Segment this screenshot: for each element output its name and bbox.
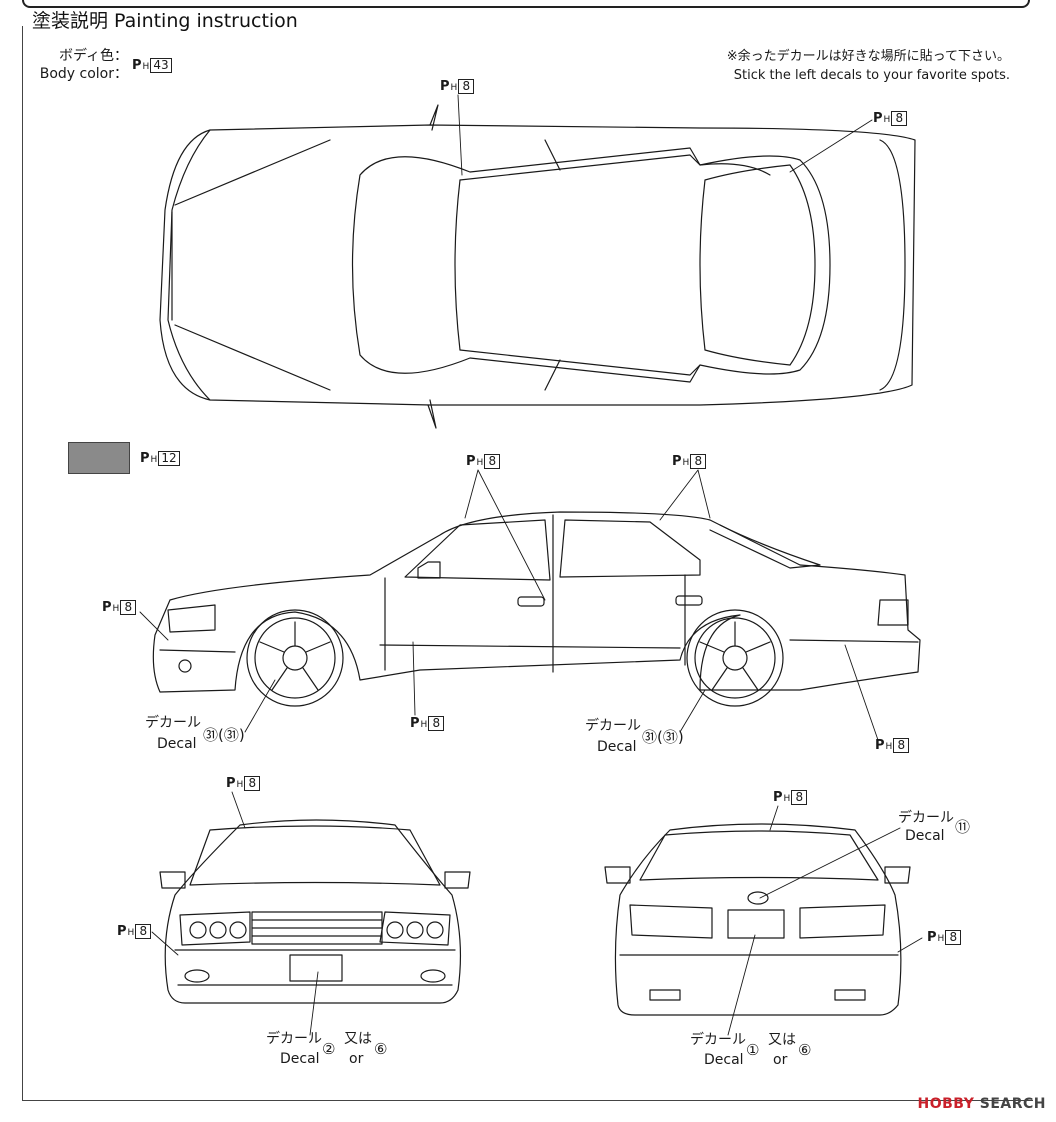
decal-label-en: Decal — [157, 736, 197, 752]
decal-number-alt: (㉛) — [657, 728, 684, 746]
decal-number: ② — [322, 1040, 336, 1058]
watermark-logo: HOBBY SEARCH — [917, 1096, 1046, 1112]
leader-lines — [139, 94, 923, 1036]
body-color-label-jp: ボディ色： — [58, 48, 128, 64]
decal-alt-en: or — [773, 1052, 788, 1068]
decal-alt-number: ⑥ — [374, 1040, 388, 1058]
paint-swatch — [68, 442, 130, 474]
decal-label-en: Decal — [704, 1052, 744, 1068]
decal-note-en: Stick the left decals to your favorite s… — [733, 68, 1010, 83]
decal-label-jp: デカール — [266, 1031, 322, 1047]
front-view — [159, 819, 471, 1004]
paint-number: 43 — [150, 57, 172, 73]
decal-number: ㉛ — [203, 726, 219, 744]
decal-alt-en: or — [349, 1051, 364, 1067]
decal-label-en: Decal — [905, 828, 945, 844]
section-header: 塗装説明 Painting instruction — [22, 0, 1030, 32]
decal-alt-jp: 又は — [344, 1031, 372, 1047]
instruction-frame — [22, 26, 1033, 1101]
decal-alt-number: ⑥ — [798, 1041, 812, 1059]
decal-label-en: Decal — [597, 739, 637, 755]
rear-view — [604, 823, 911, 1016]
side-view — [152, 511, 921, 707]
decal-label-jp: デカール — [585, 718, 641, 734]
decal-alt-jp: 又は — [768, 1032, 796, 1048]
decal-label-jp: デカール — [145, 715, 201, 731]
decal-label-jp: デカール — [898, 810, 954, 826]
body-color-label-en: Body color： — [39, 66, 128, 82]
decal-label-jp: デカール — [690, 1032, 746, 1048]
page-title: 塗装説明 Painting instruction — [32, 10, 298, 32]
decal-number: ① — [746, 1041, 760, 1059]
decal-number-alt: (㉛) — [218, 726, 245, 744]
top-view — [159, 104, 916, 429]
decal-note-jp: ※余ったデカールは好きな場所に貼って下さい。 — [726, 49, 1010, 64]
decal-number: ⑪ — [955, 818, 971, 836]
decal-number: ㉛ — [642, 728, 658, 746]
decal-label-en: Decal — [280, 1051, 320, 1067]
